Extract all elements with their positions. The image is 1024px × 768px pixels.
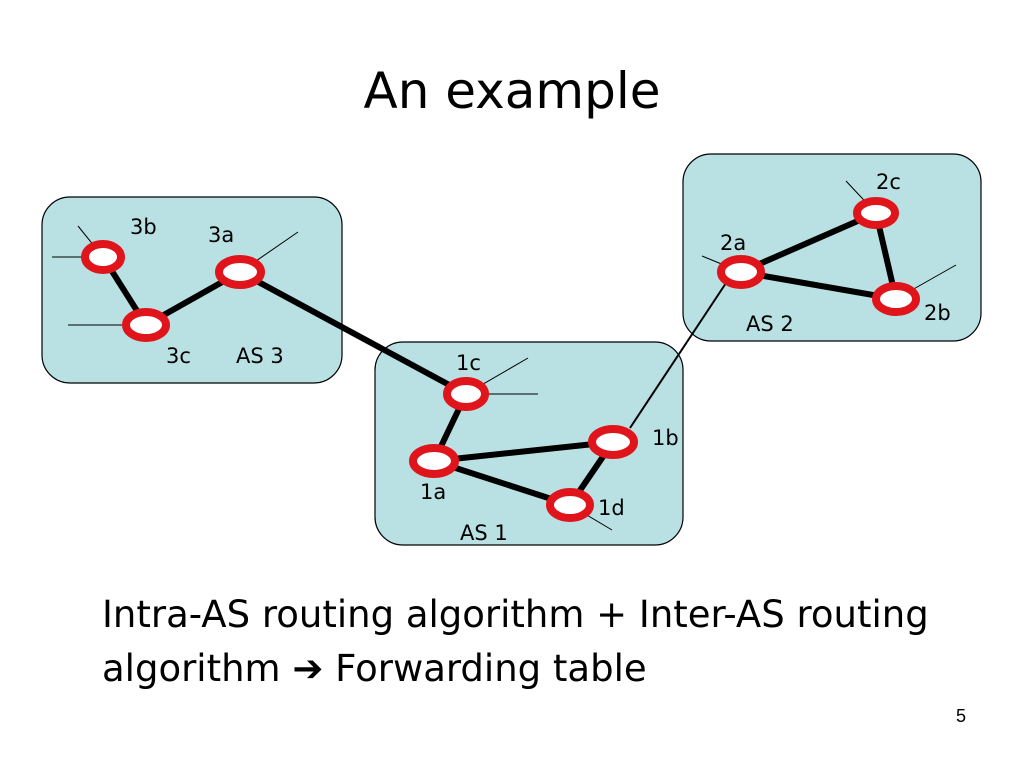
router-1d	[546, 488, 594, 522]
link-2a-2c	[738, 210, 879, 275]
arrow-right-icon: ➔	[292, 647, 324, 690]
link-2a-2b	[738, 269, 899, 302]
router-2c	[853, 197, 899, 229]
as3-box	[41, 196, 343, 384]
router-3a	[215, 255, 265, 289]
router-2b	[872, 282, 920, 316]
router-label-1b: 1b	[652, 426, 679, 450]
page-number: 5	[955, 706, 966, 726]
router-label-2c: 2c	[876, 170, 901, 194]
as-label-as1: AS 1	[460, 521, 508, 545]
slide-title: An example	[363, 62, 661, 120]
router-label-1c: 1c	[456, 351, 481, 375]
router-label-3c: 3c	[166, 344, 191, 368]
router-label-1a: 1a	[420, 480, 446, 504]
link-3a-1c	[237, 269, 469, 397]
router-1c	[443, 377, 489, 411]
link-1b-2a	[629, 279, 729, 429]
as-label-as2: AS 2	[746, 312, 794, 336]
router-3c	[122, 308, 170, 342]
caption-part1: Intra-AS routing algorithm + Inter-AS ro…	[102, 593, 929, 690]
router-label-2b: 2b	[924, 301, 951, 325]
caption-part2: Forwarding table	[335, 647, 647, 690]
router-1b	[588, 425, 638, 459]
slide-caption: Intra-AS routing algorithm + Inter-AS ro…	[102, 588, 982, 696]
router-label-3a: 3a	[208, 223, 234, 247]
link-1a-1b	[431, 439, 616, 464]
router-label-2a: 2a	[720, 231, 746, 255]
router-label-1d: 1d	[598, 496, 625, 520]
router-2a	[717, 255, 765, 289]
router-labels: 3b 3a 3c 2a 2b 2c 1a 1b 1c 1d	[130, 170, 951, 520]
as-labels: AS 3 AS 2 AS 1	[236, 312, 794, 545]
router-3b	[81, 240, 125, 274]
routers	[81, 197, 920, 522]
router-1a	[409, 444, 459, 478]
as-label-as3: AS 3	[236, 344, 284, 368]
router-label-3b: 3b	[130, 215, 157, 239]
